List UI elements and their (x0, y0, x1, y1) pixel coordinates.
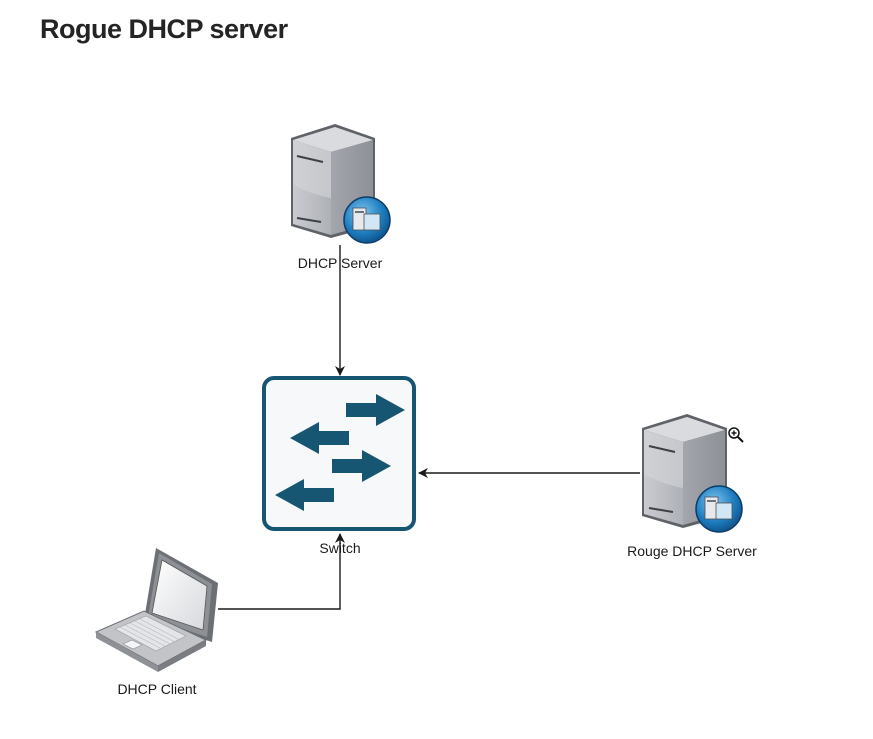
laptop-icon (94, 548, 218, 672)
edge-client-to-switch (218, 533, 345, 610)
rogue-dhcp-server-node[interactable] (642, 414, 743, 533)
switch-icon (262, 376, 416, 531)
switch-label: Switch (319, 540, 360, 556)
dhcp-server-node[interactable] (291, 124, 391, 244)
switch-node[interactable] (262, 376, 416, 531)
zoom-in-cursor-icon (728, 427, 744, 443)
dhcp-server-label: DHCP Server (298, 255, 383, 271)
arrow-right-icon (346, 394, 405, 426)
dhcp-client-label: DHCP Client (117, 681, 196, 697)
arrow-left-icon (290, 422, 349, 454)
server-badge-icon (695, 485, 743, 533)
server-icon (291, 124, 375, 238)
rogue-dhcp-server-label: Rouge DHCP Server (627, 543, 757, 559)
dhcp-client-node[interactable] (94, 548, 218, 672)
server-badge-icon (343, 196, 391, 244)
arrow-right-icon (332, 450, 391, 482)
arrow-left-icon (275, 479, 334, 511)
page-title: Rogue DHCP server (40, 14, 288, 44)
